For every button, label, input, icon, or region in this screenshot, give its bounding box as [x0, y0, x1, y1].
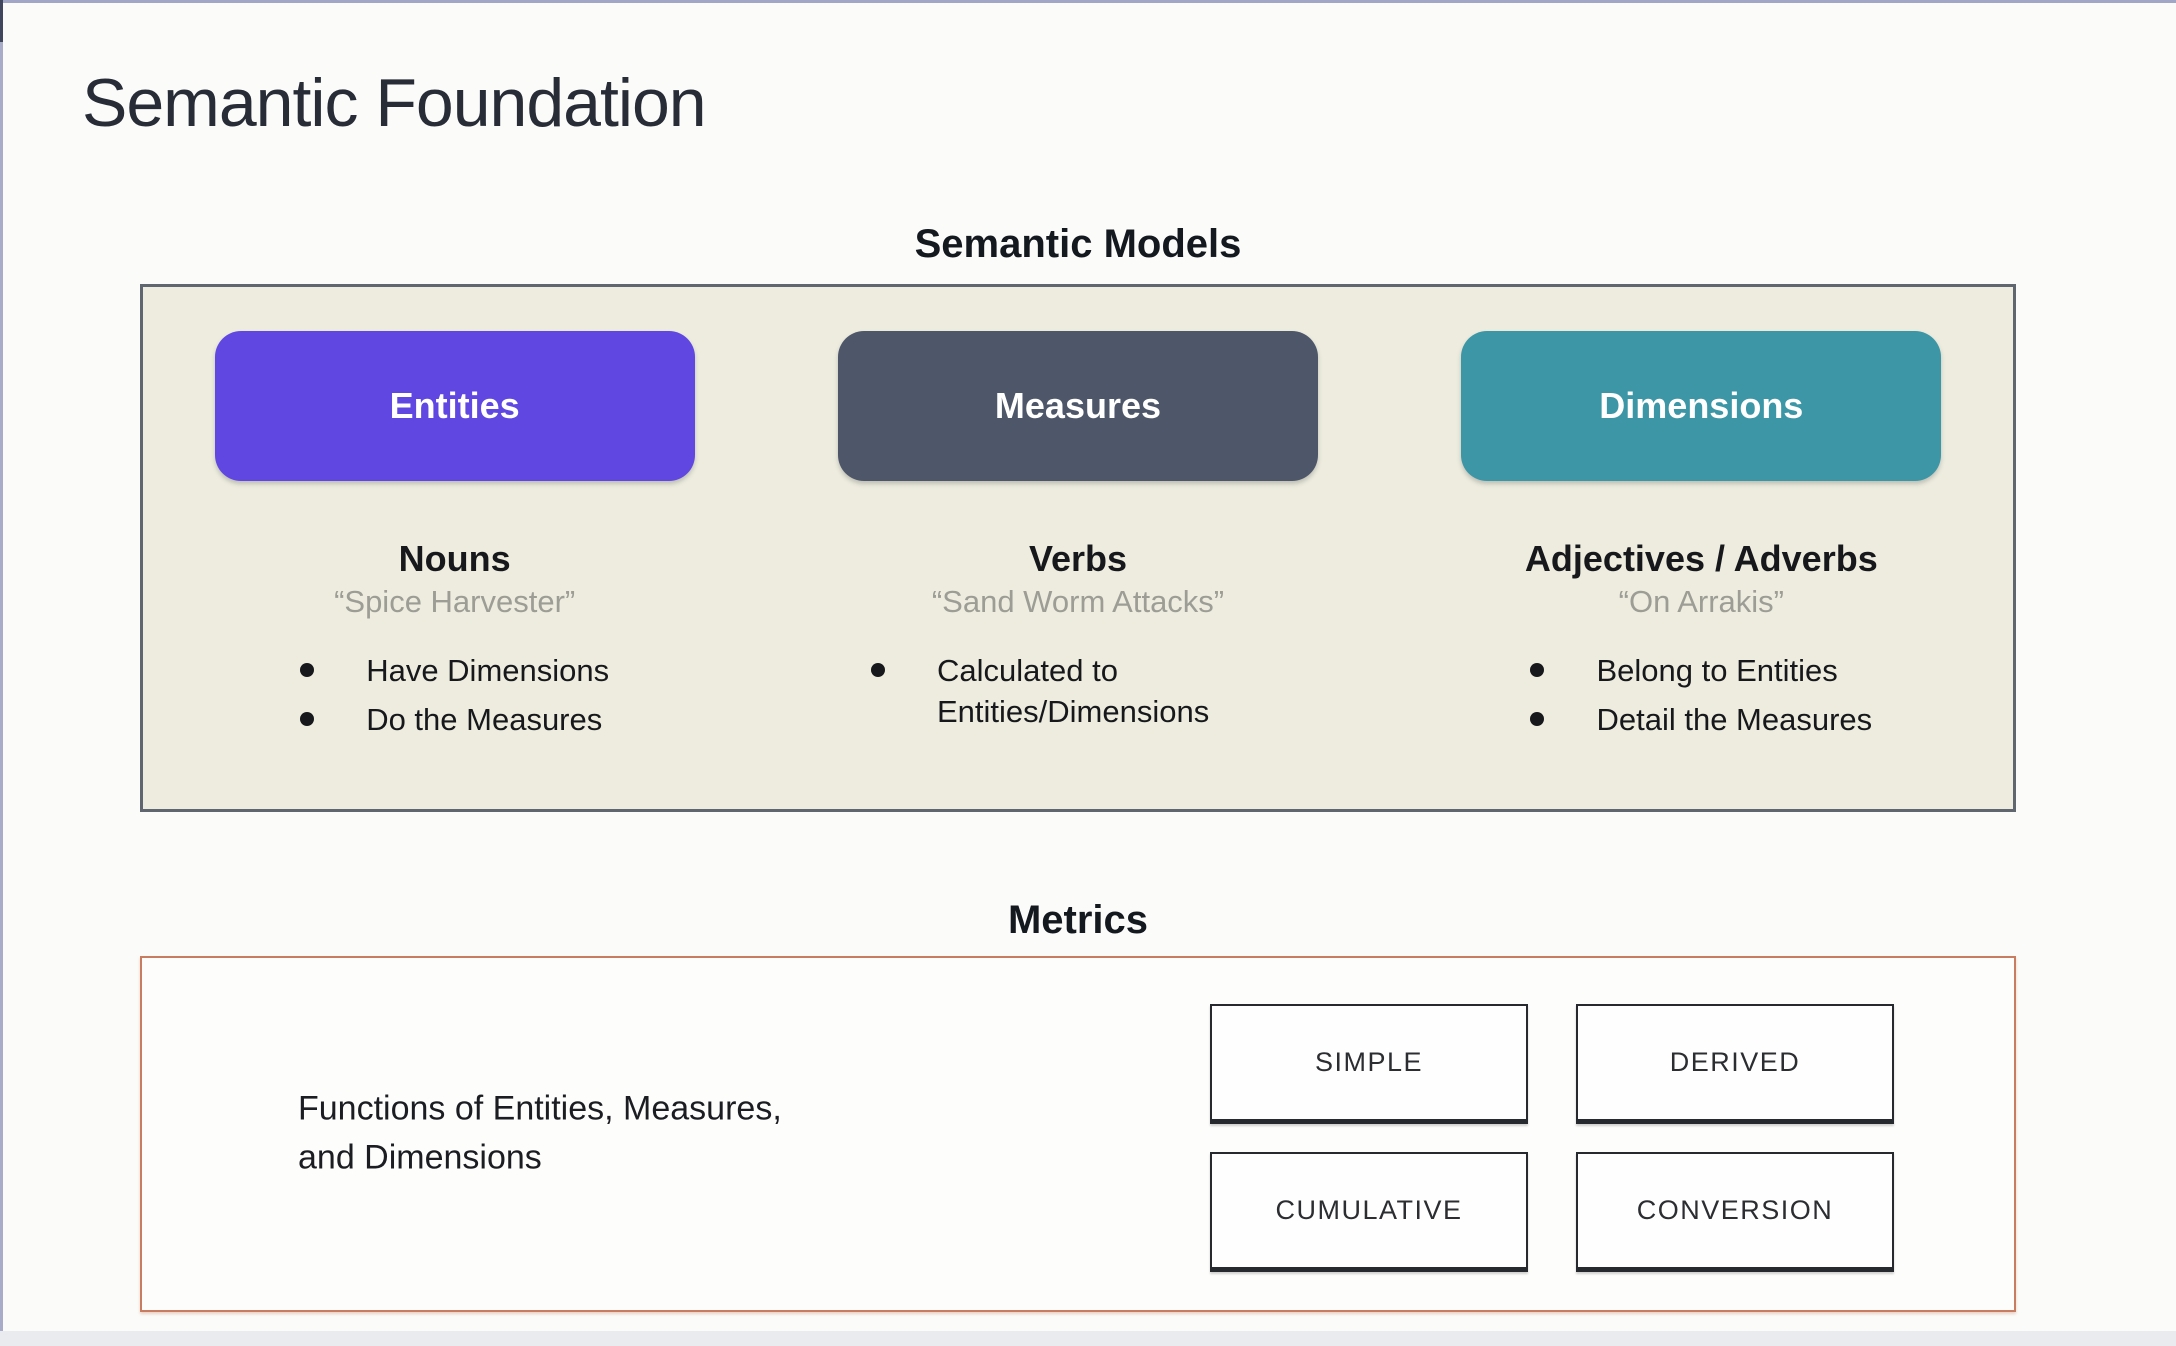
entities-column: Entities Nouns “Spice Harvester” Have Di… [143, 331, 766, 809]
list-item: Do the Measures [300, 699, 609, 741]
bullet-dot [300, 662, 315, 677]
bullet-text: Detail the Measures [1596, 702, 1873, 738]
metrics-heading: Metrics [1007, 898, 1149, 942]
measures-example-label: “Sand Worm Attacks” [931, 583, 1225, 619]
metric-type-derived: DERIVED [1576, 1004, 1894, 1124]
dimensions-role-label: Adjectives / Adverbs [1524, 538, 1878, 579]
metric-type-simple: SIMPLE [1210, 1004, 1528, 1124]
bottom-strip [0, 1331, 2176, 1346]
metrics-panel: Functions of Entities, Measures, and Dim… [140, 956, 2016, 1312]
entities-pill: Entities [214, 331, 695, 481]
semantic-models-heading: Semantic Models [914, 222, 1242, 266]
bullet-text: Do the Measures [366, 702, 603, 738]
window-top-edge [0, 0, 2176, 3]
list-item: Have Dimensions [300, 650, 609, 692]
list-item: Belong to Entities [1530, 650, 1872, 692]
bullet-dot [870, 662, 885, 677]
dimensions-pill: Dimensions [1461, 331, 1942, 481]
dimensions-bullet-list: Belong to Entities Detail the Measures [1530, 650, 1872, 742]
metric-type-conversion: CONVERSION [1576, 1152, 1894, 1272]
dimensions-column: Dimensions Adjectives / Adverbs “On Arra… [1390, 331, 2013, 809]
bullet-dot [1530, 712, 1545, 727]
measures-column: Measures Verbs “Sand Worm Attacks” Calcu… [766, 331, 1389, 809]
metrics-description: Functions of Entities, Measures, and Dim… [298, 1085, 782, 1184]
entities-bullet-list: Have Dimensions Do the Measures [300, 650, 609, 742]
bullet-text: Have Dimensions [366, 652, 610, 688]
metric-type-cumulative: CUMULATIVE [1210, 1152, 1528, 1272]
bullet-dot [1530, 662, 1545, 677]
metrics-description-line1: Functions of Entities, Measures, [298, 1089, 782, 1128]
dimensions-example-label: “On Arrakis” [1618, 583, 1784, 619]
metrics-description-line2: and Dimensions [298, 1139, 542, 1177]
bullet-dot [300, 712, 315, 727]
window-corner-accent [0, 0, 3, 42]
semantic-models-panel: Entities Nouns “Spice Harvester” Have Di… [140, 284, 2016, 812]
bullet-text: Belong to Entities [1596, 652, 1838, 688]
entities-role-label: Nouns [398, 538, 511, 579]
metric-types-grid: SIMPLE DERIVED CUMULATIVE CONVERSION [1210, 1004, 1894, 1272]
window-left-edge [0, 0, 3, 1346]
list-item: Detail the Measures [1530, 699, 1872, 741]
measures-pill: Measures [837, 331, 1318, 481]
entities-example-label: “Spice Harvester” [334, 583, 576, 619]
page-title: Semantic Foundation [82, 65, 707, 141]
list-item: Calculated to Entities/Dimensions [870, 650, 1285, 734]
measures-bullet-list: Calculated to Entities/Dimensions [870, 650, 1285, 734]
bullet-text: Calculated to Entities/Dimensions [936, 652, 1210, 730]
measures-role-label: Verbs [1028, 538, 1128, 579]
